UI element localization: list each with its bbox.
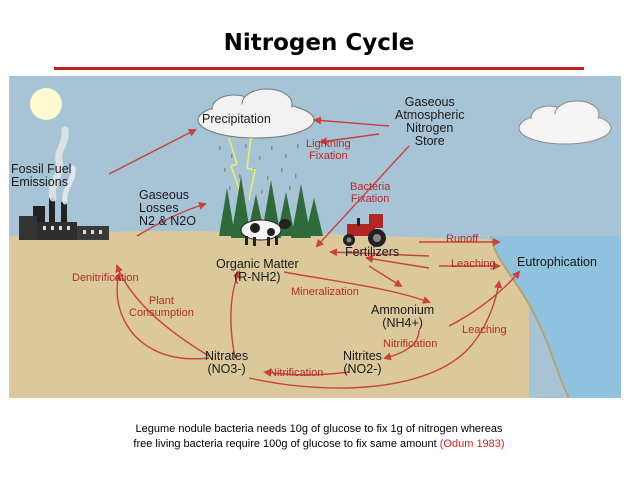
label-eutrophication: Eutrophication bbox=[517, 255, 597, 269]
lightning-icon bbox=[246, 137, 256, 201]
rain bbox=[219, 144, 299, 194]
label-leaching-right: Leaching bbox=[462, 324, 507, 336]
label-mineralization: Mineralization bbox=[291, 286, 359, 298]
label-organic-matter: Organic Matter (R-NH2) bbox=[216, 257, 299, 284]
factory-icon bbox=[19, 198, 109, 240]
label-nitrates: Nitrates (NO3-) bbox=[205, 349, 249, 376]
smoke bbox=[62, 165, 76, 205]
label-gaseous-losses: Gaseous Losses N2 & N2O bbox=[139, 188, 196, 228]
label-nitrites: Nitrites (NO2-) bbox=[343, 349, 382, 376]
cycle-arrows bbox=[108, 116, 521, 389]
cloud-icon bbox=[518, 100, 612, 145]
title-rule bbox=[54, 67, 584, 70]
label-nitrification-upper: Nitrification bbox=[383, 338, 438, 350]
label-nitrification-lower: Nitrification bbox=[269, 367, 324, 379]
rain-cloud-icon bbox=[197, 88, 315, 139]
label-lightning-fixation: Lightning Fixation bbox=[306, 138, 351, 162]
lightning-icon bbox=[228, 137, 242, 195]
label-bacteria-fixation: Bacteria Fixation bbox=[350, 181, 391, 205]
sun-icon bbox=[30, 88, 62, 120]
caption-line-2-text: free living bacteria require 100g of glu… bbox=[133, 438, 437, 450]
soil bbox=[9, 231, 529, 398]
shoreline bbox=[490, 235, 570, 398]
tractor-icon bbox=[343, 214, 386, 247]
label-runoff: Runoff bbox=[446, 233, 479, 245]
diagram-illustration bbox=[9, 76, 621, 398]
label-leaching-top: Leaching bbox=[451, 258, 496, 270]
caption: Legume nodule bacteria needs 10g of gluc… bbox=[0, 422, 638, 452]
water bbox=[491, 236, 621, 398]
label-fertilizers: Fertilizers bbox=[345, 245, 400, 259]
label-fossil-fuel: Fossil Fuel Emissions bbox=[11, 162, 72, 189]
label-plant-consumption: Plant Consumption bbox=[129, 295, 194, 319]
caption-citation: (Odum 1983) bbox=[439, 438, 505, 450]
label-denitrification: Denitrification bbox=[72, 272, 139, 284]
smoke bbox=[48, 126, 69, 202]
label-precipitation: Precipitation bbox=[202, 112, 271, 126]
caption-line-1: Legume nodule bacteria needs 10g of gluc… bbox=[135, 423, 503, 435]
nitrogen-cycle-diagram: Precipitation Gaseous Atmospheric Nitrog… bbox=[9, 76, 621, 398]
label-ammonium: Ammonium (NH4+) bbox=[371, 303, 435, 330]
caption-line-2: free living bacteria require 100g of glu… bbox=[0, 437, 638, 452]
cow-icon bbox=[240, 219, 291, 246]
label-gaseous-store: Gaseous Atmospheric Nitrogen Store bbox=[395, 95, 465, 148]
slide-title: Nitrogen Cycle bbox=[223, 30, 415, 56]
